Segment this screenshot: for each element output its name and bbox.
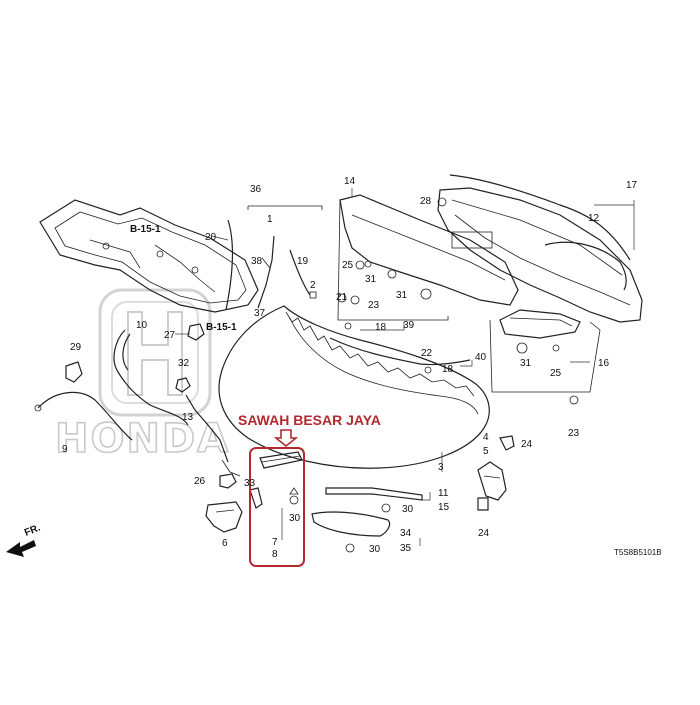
callout-label: 2 bbox=[310, 280, 316, 291]
callout-label: 4 bbox=[483, 432, 489, 443]
callout-label: 6 bbox=[222, 538, 228, 549]
section-ref: B-15-1 bbox=[130, 224, 161, 235]
drawing-code: T5S8B5101B bbox=[614, 548, 662, 557]
callout-label: 5 bbox=[483, 446, 489, 457]
callout-label: 1 bbox=[267, 214, 273, 225]
callout-labels: 1 2 3 4 5 6 7 8 9 10 11 12 13 14 15 16 1… bbox=[62, 176, 638, 560]
cowl-panel bbox=[337, 194, 519, 321]
callout-label: 39 bbox=[403, 320, 415, 331]
cowl-top-assembly bbox=[437, 174, 643, 323]
callout-label: 21 bbox=[336, 292, 348, 303]
callout-label: 22 bbox=[421, 348, 433, 359]
fasteners bbox=[337, 197, 579, 553]
callout-label: 29 bbox=[70, 342, 82, 353]
callout-label: 20 bbox=[205, 232, 217, 243]
callout-label: 25 bbox=[550, 368, 562, 379]
hood-release-cable bbox=[34, 329, 189, 441]
hood-support-rod-group bbox=[225, 205, 323, 311]
callout-label: 19 bbox=[297, 256, 309, 267]
down-arrow-icon bbox=[273, 429, 299, 448]
hood-seal-strip bbox=[325, 487, 423, 501]
callout-label: 31 bbox=[396, 290, 408, 301]
callout-label: 31 bbox=[365, 274, 377, 285]
callout-label: 11 bbox=[438, 488, 449, 499]
front-direction-arrow-icon bbox=[6, 540, 36, 557]
front-seal-part bbox=[259, 451, 303, 505]
callout-label: 28 bbox=[420, 196, 432, 207]
hood-latch bbox=[205, 473, 263, 533]
callout-label: 40 bbox=[475, 352, 487, 363]
callout-label: 32 bbox=[178, 358, 190, 369]
callout-label: 18 bbox=[375, 322, 387, 333]
callout-label: 24 bbox=[521, 439, 533, 450]
callout-label: 24 bbox=[478, 528, 490, 539]
section-ref: B-15-1 bbox=[206, 322, 237, 333]
highlight-box bbox=[249, 429, 305, 567]
hood-panel bbox=[218, 305, 490, 469]
callout-label: 23 bbox=[368, 300, 380, 311]
callout-label: 31 bbox=[520, 358, 532, 369]
release-lever-cable bbox=[185, 394, 241, 477]
callout-label: 30 bbox=[369, 544, 381, 555]
washer-hose bbox=[329, 337, 471, 366]
callout-label: 15 bbox=[438, 502, 450, 513]
callout-label: 25 bbox=[342, 260, 354, 271]
callout-label: 30 bbox=[402, 504, 414, 515]
inner-cowl-cover bbox=[489, 309, 601, 393]
callout-label: 7 bbox=[272, 537, 278, 548]
honda-logo-watermark bbox=[98, 288, 212, 417]
shop-label: SAWAH BESAR JAYA bbox=[238, 412, 381, 428]
callout-label: 14 bbox=[344, 176, 356, 187]
watermark-text: HONDA bbox=[55, 416, 230, 462]
callout-label: 27 bbox=[164, 330, 176, 341]
callout-label: 37 bbox=[254, 308, 266, 319]
callout-label: 34 bbox=[400, 528, 412, 539]
callout-label: 38 bbox=[251, 256, 263, 267]
hood-side-cover bbox=[311, 511, 391, 537]
callout-label: 8 bbox=[272, 549, 278, 560]
callout-label: 10 bbox=[136, 320, 148, 331]
callout-label: 16 bbox=[598, 358, 610, 369]
callout-label: 35 bbox=[400, 543, 412, 554]
under-hood-frame bbox=[39, 199, 259, 313]
direction-label: FR. bbox=[23, 522, 42, 538]
callout-label: 23 bbox=[568, 428, 580, 439]
callout-label: 3 bbox=[438, 462, 444, 473]
hood-hinge bbox=[477, 435, 515, 511]
callout-label: 36 bbox=[250, 184, 262, 195]
callout-label: 9 bbox=[62, 444, 68, 455]
callout-label: 17 bbox=[626, 180, 638, 191]
leader-lines bbox=[175, 188, 635, 546]
callout-label: 13 bbox=[182, 412, 194, 423]
callout-label: 26 bbox=[194, 476, 206, 487]
callout-label: 30 bbox=[289, 513, 301, 524]
callout-label: 12 bbox=[588, 213, 600, 224]
callout-label: 33 bbox=[244, 478, 256, 489]
callout-label: 18 bbox=[442, 364, 454, 375]
